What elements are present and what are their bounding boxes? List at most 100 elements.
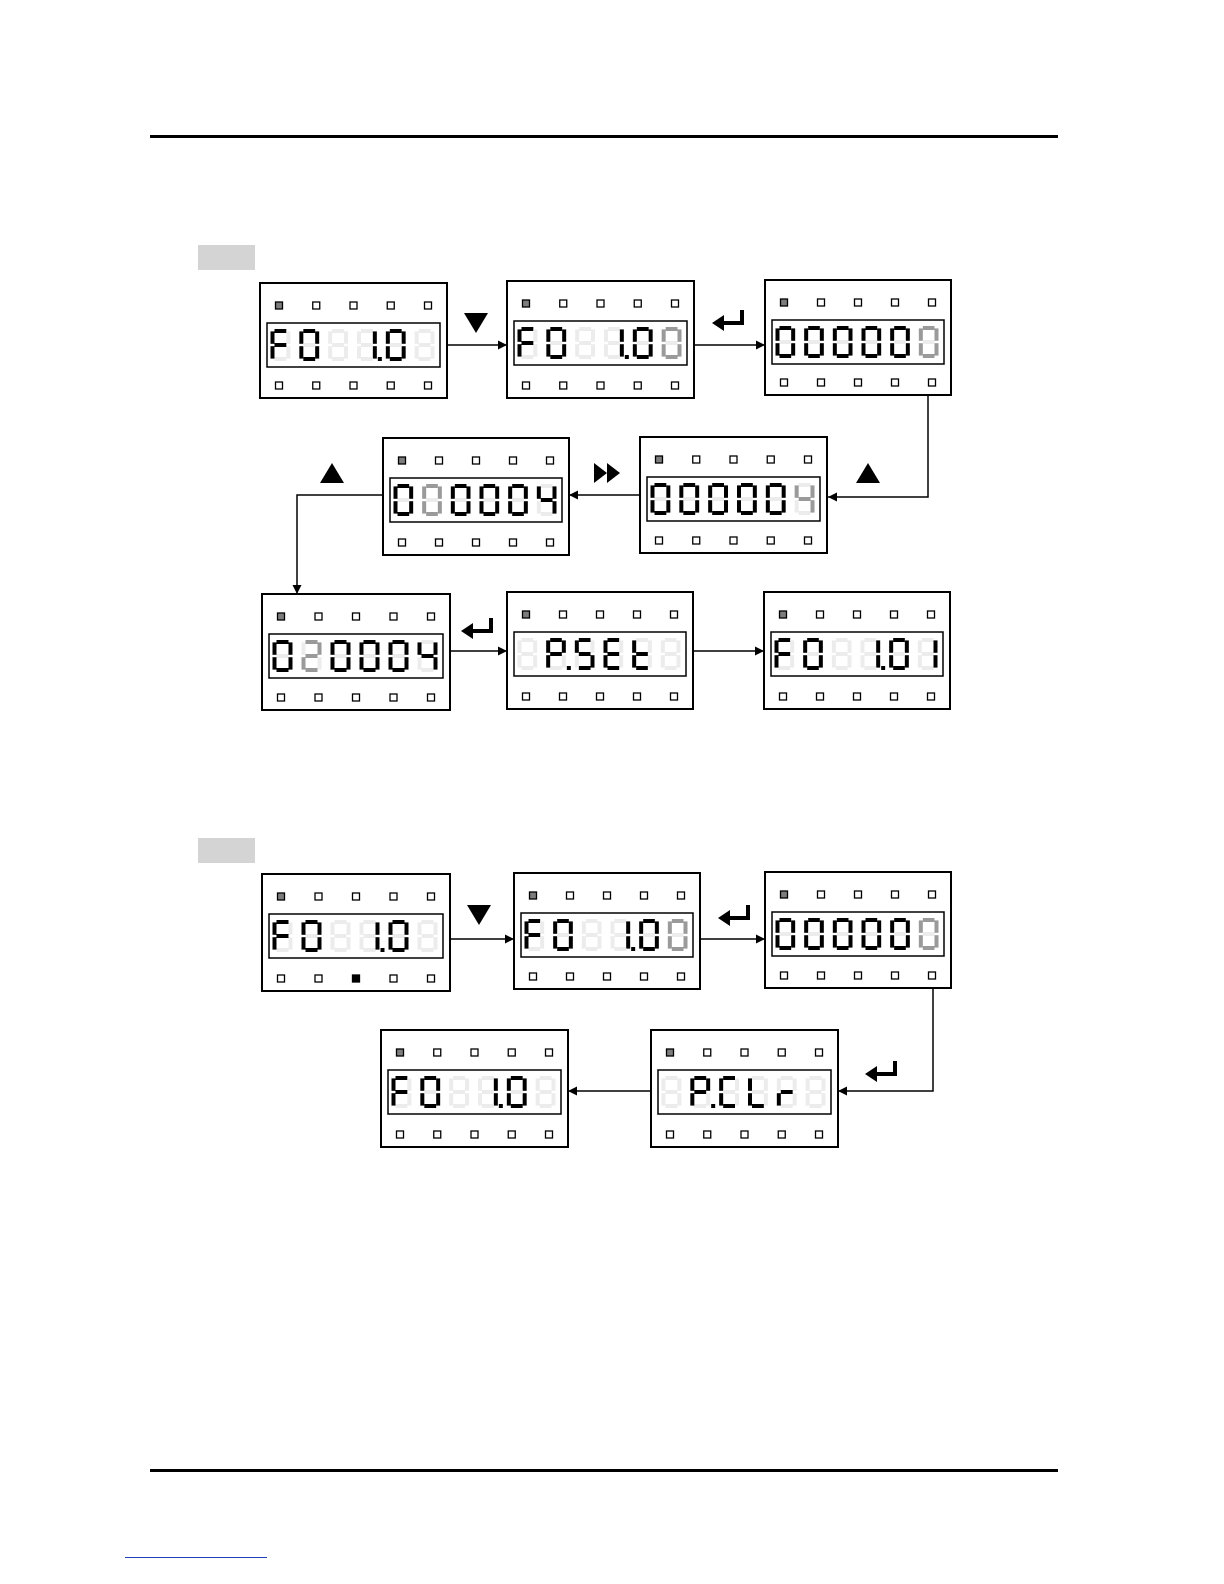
indicator-led	[730, 537, 737, 544]
decimal-point	[381, 948, 385, 952]
decimal-point	[631, 947, 635, 951]
indicator-led	[818, 972, 825, 979]
indicator-led	[597, 693, 604, 700]
indicator-led	[781, 299, 788, 306]
indicator-led	[434, 1131, 441, 1138]
indicator-led	[641, 973, 648, 980]
indicator-led	[855, 891, 862, 898]
indicator-led	[436, 457, 443, 464]
keypad-display-panel	[514, 873, 700, 989]
indicator-led	[929, 379, 936, 386]
indicator-led	[678, 892, 685, 899]
indicator-led	[399, 539, 406, 546]
indicator-led	[818, 299, 825, 306]
indicator-led	[353, 613, 360, 620]
indicator-led	[671, 693, 678, 700]
indicator-led	[390, 893, 397, 900]
led-display	[658, 1070, 831, 1114]
indicator-led	[855, 972, 862, 979]
keypad-display-panel	[507, 281, 694, 398]
indicator-led	[523, 382, 530, 389]
led-display	[521, 913, 693, 957]
led-display	[772, 912, 944, 956]
indicator-led	[656, 537, 663, 544]
keypad-display-panel	[765, 872, 951, 988]
indicator-led	[634, 611, 641, 618]
indicator-led	[672, 300, 679, 307]
indicator-led	[704, 1049, 711, 1056]
indicator-led	[473, 539, 480, 546]
indicator-led	[816, 1049, 823, 1056]
indicator-led	[278, 893, 285, 900]
indicator-led	[278, 613, 285, 620]
indicator-led	[854, 693, 861, 700]
decimal-point	[625, 355, 629, 359]
indicator-led	[560, 382, 567, 389]
indicator-led	[523, 611, 530, 618]
keypad-display-panel	[262, 874, 450, 991]
indicator-led	[818, 891, 825, 898]
indicator-led	[892, 299, 899, 306]
indicator-led	[315, 613, 322, 620]
indicator-led	[672, 382, 679, 389]
indicator-led	[471, 1131, 478, 1138]
indicator-led	[730, 456, 737, 463]
keypad-display-panel	[262, 594, 450, 710]
indicator-led	[928, 611, 935, 618]
indicator-led	[428, 694, 435, 701]
shift-key-icon	[594, 463, 620, 483]
indicator-led	[854, 611, 861, 618]
indicator-led	[350, 382, 357, 389]
indicator-led	[399, 457, 406, 464]
indicator-led	[546, 1049, 553, 1056]
up-key-icon	[320, 463, 344, 483]
indicator-led	[891, 693, 898, 700]
indicator-led	[818, 379, 825, 386]
keypad-display-panel	[651, 1030, 838, 1147]
indicator-led	[767, 456, 774, 463]
indicator-led	[313, 302, 320, 309]
indicator-led	[855, 299, 862, 306]
indicator-led	[693, 456, 700, 463]
indicator-led	[353, 694, 360, 701]
keypad-display-panel	[383, 438, 569, 555]
indicator-led	[805, 537, 812, 544]
keypad-display-panel	[764, 592, 950, 709]
decimal-point	[711, 1104, 715, 1108]
indicator-led	[276, 382, 283, 389]
indicator-led	[780, 611, 787, 618]
indicator-led	[353, 975, 360, 982]
led-display	[514, 632, 686, 676]
indicator-led	[641, 892, 648, 899]
indicator-led	[387, 302, 394, 309]
indicator-led	[678, 973, 685, 980]
indicator-led	[816, 1131, 823, 1138]
indicator-led	[428, 613, 435, 620]
keypad-display-panel	[381, 1030, 568, 1147]
decimal-point	[881, 666, 885, 670]
indicator-led	[350, 302, 357, 309]
indicator-led	[425, 382, 432, 389]
indicator-led	[780, 693, 787, 700]
indicator-led	[473, 457, 480, 464]
led-display	[771, 632, 943, 676]
indicator-led	[315, 694, 322, 701]
indicator-led	[704, 1131, 711, 1138]
indicator-led	[315, 893, 322, 900]
indicator-led	[313, 382, 320, 389]
led-display	[388, 1070, 561, 1114]
indicator-led	[597, 611, 604, 618]
indicator-led	[778, 1131, 785, 1138]
indicator-led	[508, 1131, 515, 1138]
keypad-display-panel	[260, 283, 447, 398]
indicator-led	[276, 302, 283, 309]
down-key-icon	[464, 313, 488, 333]
indicator-led	[390, 975, 397, 982]
indicator-led	[805, 456, 812, 463]
led-display	[390, 478, 562, 522]
down-key-icon	[467, 905, 491, 925]
indicator-led	[656, 456, 663, 463]
indicator-led	[523, 693, 530, 700]
indicator-led	[817, 611, 824, 618]
